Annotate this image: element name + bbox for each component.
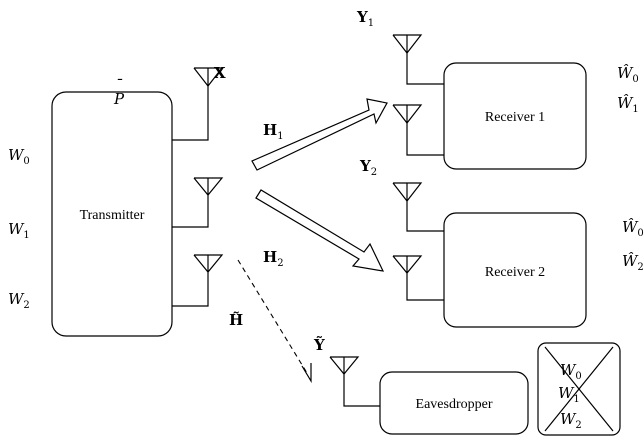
receiver-1-antenna-2 [392,104,444,156]
receiver-2-box [443,212,587,328]
transmitter-antenna-2 [172,177,224,228]
signal-x-label: X [214,64,226,82]
channel-h1-label: H1 [263,121,284,142]
estimate-r2-w2: Ŵ2 [622,252,644,273]
signal-y1-label: Y1 [356,8,374,29]
power-label: P [113,90,125,108]
signal-y2-label: Y2 [359,157,377,178]
cross-line-2 [544,346,614,432]
eavesdropper-channel [237,259,312,384]
channel-htilde-label: H̃ [229,311,243,329]
channel-h2-label: H2 [263,248,284,269]
eavesdropper-box [379,371,529,435]
estimate-r1-w0: Ŵ0 [617,64,639,85]
transmitter-antenna-3 [172,254,224,307]
estimate-r1-w1: Ŵ1 [617,94,639,115]
transmitter-label: Transmitter [80,208,145,223]
signal-ytilde-label: Ỹ [313,335,325,354]
receiver-1-box [443,62,587,170]
transmitter-antenna-1 [172,67,224,141]
transmitter-box [51,91,173,337]
message-w0: W0 [8,146,30,167]
receiver-2-antenna-1 [392,182,444,232]
channel-arrow-h1 [251,98,388,171]
receiver-1-label: Receiver 1 [485,110,545,125]
eavesdropper-label: Eavesdropper [416,397,493,412]
power-bar: ¯ [115,76,123,94]
eavesdropper-antenna [329,356,380,407]
estimate-r2-w0: Ŵ0 [622,218,644,239]
eavesdropper-w2: W2 [560,410,582,431]
channel-arrow-h2 [255,189,385,272]
receiver-1-antenna-1 [392,34,444,85]
receiver-2-label: Receiver 2 [485,265,545,280]
eavesdropper-w0: W0 [560,361,582,382]
message-w1: W1 [8,220,30,241]
message-w2: W2 [8,290,30,311]
eavesdropper-w1: W1 [558,384,580,405]
receiver-2-antenna-2 [392,255,444,301]
